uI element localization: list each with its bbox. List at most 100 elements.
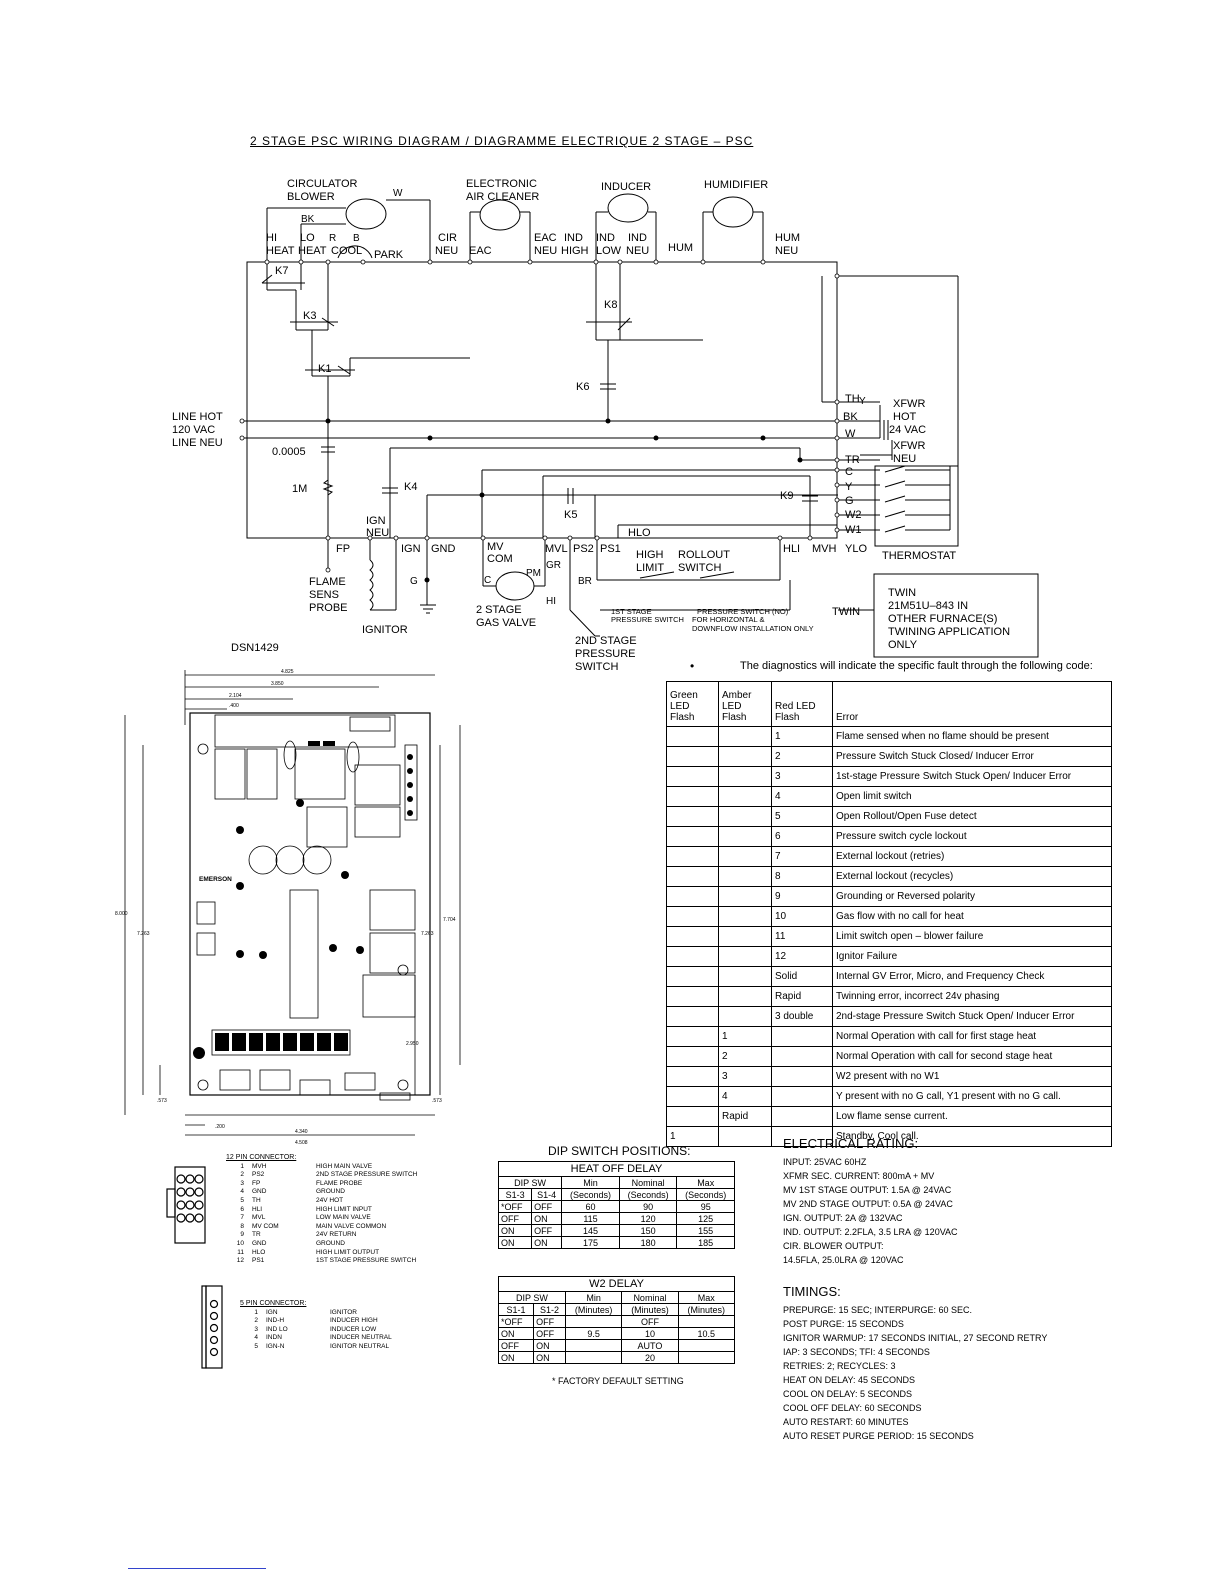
pin-description: 24V HOT	[316, 1196, 344, 1204]
sw-b-cell: OFF	[533, 1315, 566, 1328]
pin-description: HIGH MAIN VALVE	[316, 1162, 373, 1170]
diagram-title: 2 STAGE PSC WIRING DIAGRAM / DIAGRAMME E…	[250, 134, 754, 148]
terminal-ps2: PS2	[573, 543, 594, 555]
w2-h-unit2: (Minutes)	[621, 1303, 679, 1316]
red-cell: 8	[771, 866, 833, 887]
red-cell: 4	[771, 786, 833, 807]
pin-number: 1	[254, 1308, 258, 1316]
min-cell	[564, 1351, 623, 1364]
w2-caption: W2 DELAY	[498, 1276, 735, 1292]
list-item: INPUT: 25VAC 60HZ	[783, 1157, 867, 1167]
amber-cell: 2	[718, 1046, 772, 1067]
min-cell	[564, 1339, 623, 1352]
dim-4340: 4.340	[295, 1129, 308, 1135]
footer-link-underline[interactable]	[128, 1568, 266, 1569]
error-cell: 2nd-stage Pressure Switch Stuck Open/ In…	[832, 1006, 1112, 1027]
heat-off-h-unit3: (Seconds)	[676, 1188, 735, 1201]
sw-a-cell: ON	[497, 1351, 535, 1364]
w2-h-max: Max	[677, 1291, 736, 1304]
nominal-cell: 120	[618, 1212, 678, 1225]
red-cell: 5	[771, 806, 833, 827]
heat-off-h-unit1: (Seconds)	[561, 1188, 620, 1201]
w2-h-nom: Nominal	[621, 1291, 679, 1304]
w2-h-min: Min	[564, 1291, 623, 1304]
amber-cell	[718, 806, 772, 827]
amber-cell	[718, 726, 772, 747]
amber-cell: 4	[718, 1086, 772, 1107]
nominal-cell: 180	[618, 1236, 678, 1249]
pin-number: 5	[254, 1342, 258, 1350]
terminal-ylo: YLO	[845, 543, 867, 555]
error-cell: Normal Operation with call for second st…	[832, 1046, 1112, 1067]
sw-b-cell: ON	[533, 1351, 566, 1364]
label-ps2-1: 2ND STAGE	[575, 635, 637, 647]
error-cell: Grounding or Reversed polarity	[832, 886, 1112, 907]
header-error: Error	[832, 681, 1112, 727]
pin-description: GROUND	[316, 1188, 345, 1196]
w2-h-dipsw: DIP SW	[498, 1291, 566, 1304]
green-cell	[666, 1026, 719, 1047]
nominal-cell: 10	[621, 1327, 679, 1340]
dim-200: .200	[215, 1124, 225, 1130]
header-amber: Amber LED Flash	[718, 681, 772, 727]
pin-number: 8	[240, 1222, 244, 1230]
heat-off-h-s13: S1-3	[497, 1188, 533, 1201]
label-rollout: ROLLOUT	[678, 549, 730, 561]
amber-cell	[718, 766, 772, 787]
terminal-cool: COOL	[331, 245, 362, 257]
dip-title: DIP SWITCH POSITIONS:	[548, 1144, 691, 1158]
green-cell	[666, 746, 719, 767]
sw-b-cell: ON	[531, 1212, 563, 1225]
terminal-ind-neu-2: NEU	[626, 245, 649, 257]
pin-code: MVH	[252, 1162, 267, 1170]
pin-description: 1ST STAGE PRESSURE SWITCH	[316, 1257, 417, 1265]
amber-cell	[718, 826, 772, 847]
w2-h-s11: S1-1	[497, 1303, 535, 1316]
error-cell: External lockout (retries)	[832, 846, 1112, 867]
terminal-ign-neu-2: NEU	[366, 527, 389, 539]
max-cell	[677, 1339, 736, 1352]
twin-note-1: TWIN	[888, 587, 916, 599]
terminal-heat-lo: HEAT	[298, 245, 327, 257]
ps-note-3: PRESSURE SWITCH (NO)	[697, 607, 789, 616]
amber-cell: 3	[718, 1066, 772, 1087]
wire-gr: GR	[546, 560, 561, 571]
amber-cell: 1	[718, 1026, 772, 1047]
dim-573-right: .573	[432, 1098, 442, 1104]
sw-a-cell: ON	[497, 1224, 533, 1237]
wiring-diagram: CIRCULATOR BLOWER ELECTRONIC AIR CLEANER…	[172, 178, 1039, 673]
label-xfwr-neu-1: XFWR	[893, 440, 925, 452]
dim-2104: 2.104	[229, 693, 242, 699]
label-dsn: DSN1429	[231, 642, 279, 654]
list-item: AUTO RESET PURGE PERIOD: 15 SECONDS	[783, 1431, 974, 1441]
label-ps2-2: PRESSURE	[575, 648, 636, 660]
sw-a-cell: ON	[497, 1236, 533, 1249]
dim-7704: 7.704	[443, 917, 456, 923]
pin-description: 2ND STAGE PRESSURE SWITCH	[316, 1171, 418, 1179]
list-item: MV 1ST STAGE OUTPUT: 1.5A @ 24VAC	[783, 1185, 952, 1195]
pin-code: MV COM	[252, 1222, 279, 1230]
sw-a-cell: OFF	[497, 1212, 533, 1225]
electrical-title: ELECTRICAL RATING:	[783, 1136, 919, 1151]
heat-off-h-unit2: (Seconds)	[618, 1188, 678, 1201]
ps-note-1: 1ST STAGE	[611, 607, 652, 616]
dim-573-left: .573	[157, 1098, 167, 1104]
pin-description: LOW MAIN VALVE	[316, 1214, 371, 1222]
twin-note-2: 21M51U–843 IN	[888, 600, 968, 612]
red-cell: 10	[771, 906, 833, 927]
terminal-w: W	[845, 428, 856, 440]
